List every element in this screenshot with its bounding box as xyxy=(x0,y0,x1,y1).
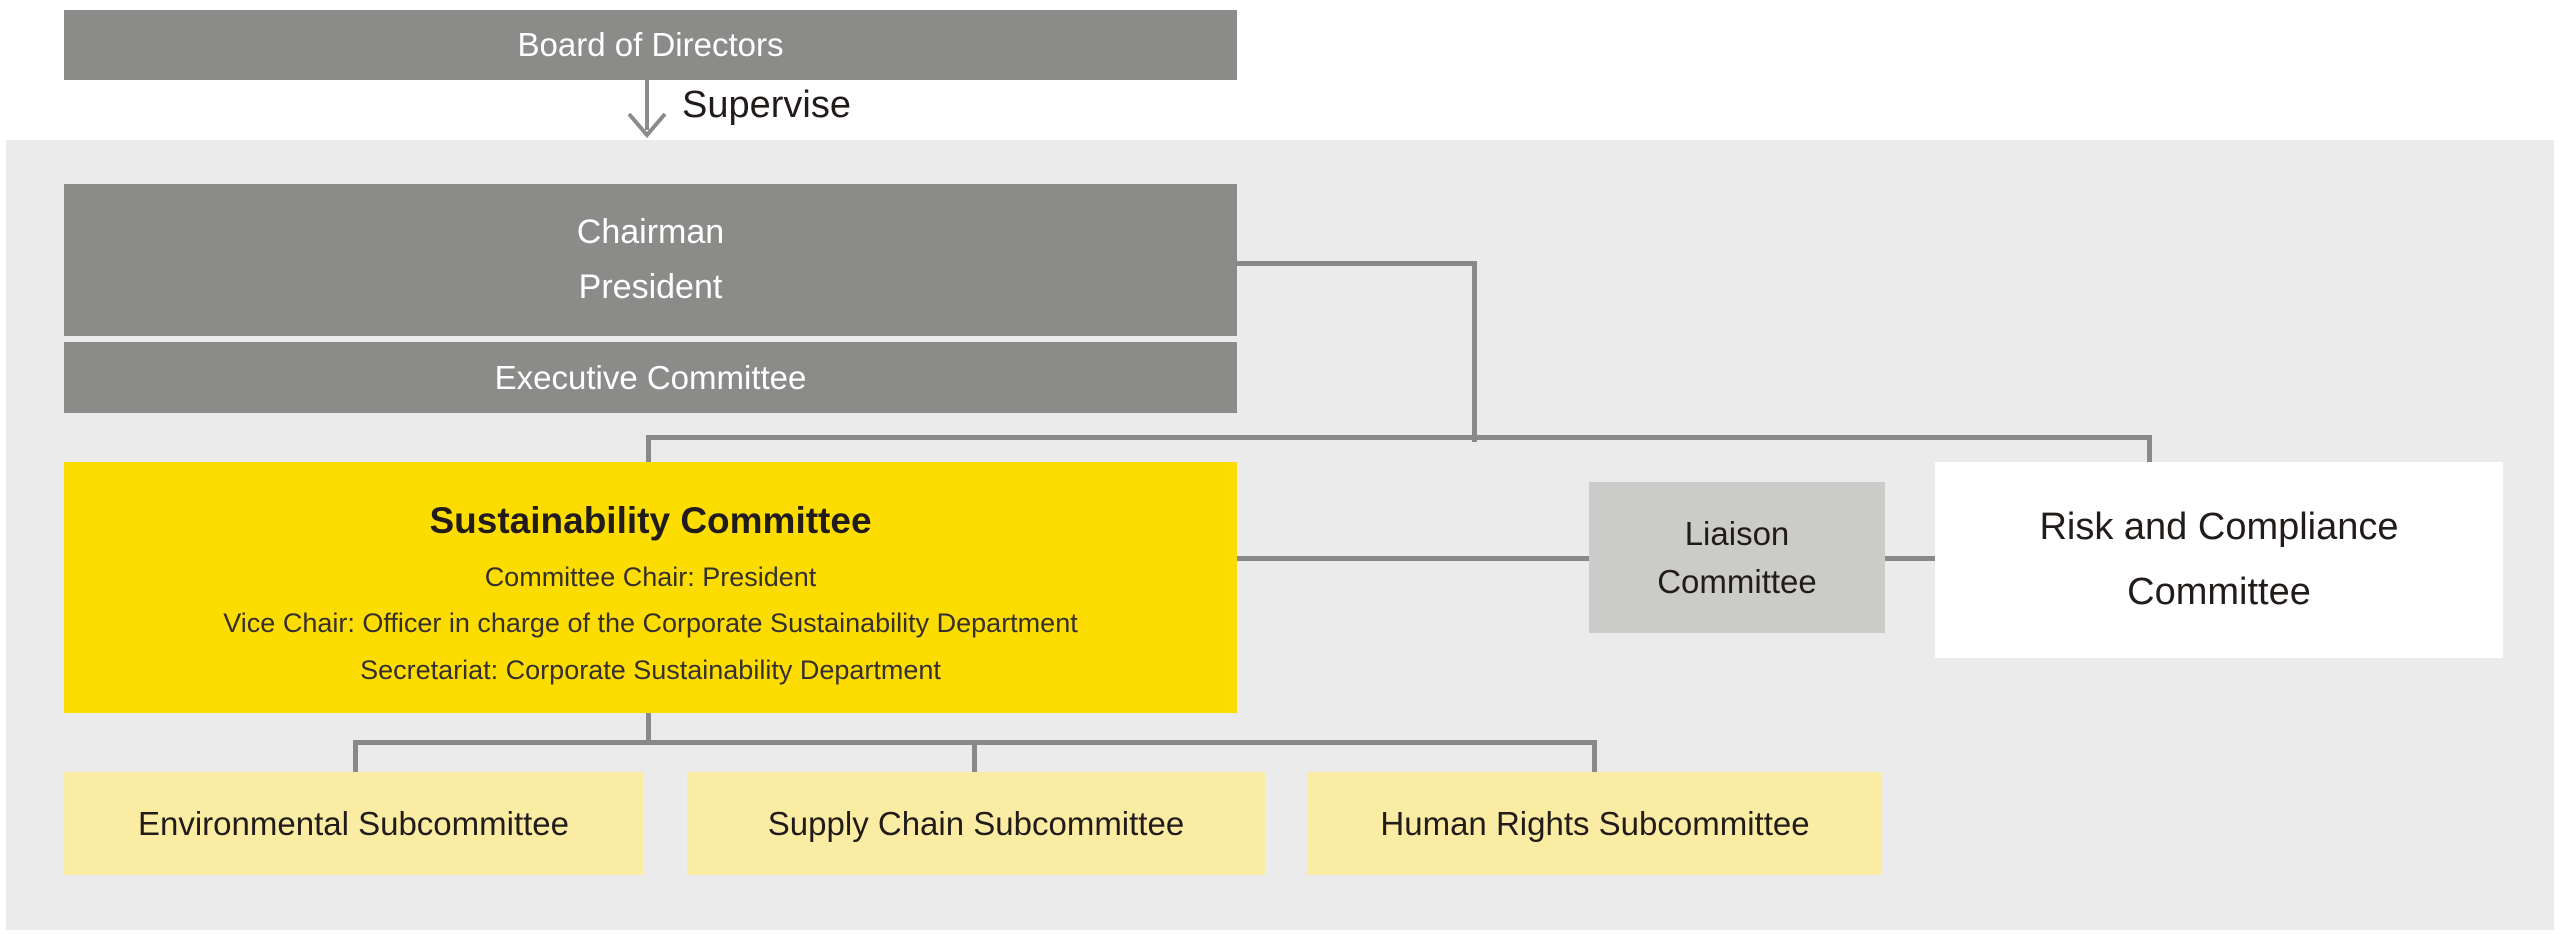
liaison-label-line2: Committee xyxy=(1657,562,1817,600)
connector-drop-environmental xyxy=(353,740,358,773)
connector-chairman-horizontal xyxy=(1237,261,1477,266)
risk-compliance-label-line2: Committee xyxy=(2127,571,2311,613)
environmental-subcommittee-label: Environmental Subcommittee xyxy=(137,804,570,842)
president-label: President xyxy=(578,268,723,306)
connector-drop-human-rights xyxy=(1592,740,1597,773)
connector-main-horizontal xyxy=(646,435,2152,440)
connector-liaison-risk xyxy=(1885,556,1935,561)
connector-sustainability-down xyxy=(646,713,651,743)
supervise-arrow-icon xyxy=(627,78,667,139)
connector-drop-supply-chain xyxy=(972,740,977,773)
connector-drop-risk xyxy=(2147,435,2152,463)
liaison-committee-box: Liaison Committee xyxy=(1589,482,1885,633)
sustainability-vice-chair-label: Vice Chair: Officer in charge of the Cor… xyxy=(223,608,1078,639)
supply-chain-subcommittee-box: Supply Chain Subcommittee xyxy=(687,772,1265,875)
sustainability-chair-label: Committee Chair: President xyxy=(484,561,817,592)
human-rights-subcommittee-box: Human Rights Subcommittee xyxy=(1308,772,1882,875)
sustainability-committee-title: Sustainability Committee xyxy=(429,499,872,541)
executive-committee-label: Executive Committee xyxy=(494,358,807,396)
board-of-directors-box: Board of Directors xyxy=(64,10,1237,80)
chairman-president-box: Chairman President xyxy=(64,184,1237,336)
environmental-subcommittee-box: Environmental Subcommittee xyxy=(64,772,643,875)
human-rights-subcommittee-label: Human Rights Subcommittee xyxy=(1380,804,1810,842)
sustainability-committee-box: Sustainability Committee Committee Chair… xyxy=(64,462,1237,713)
risk-and-compliance-committee-box: Risk and Compliance Committee xyxy=(1935,462,2503,658)
connector-drop-sustainability xyxy=(646,435,651,463)
executive-committee-box: Executive Committee xyxy=(64,342,1237,413)
board-of-directors-label: Board of Directors xyxy=(517,26,784,63)
liaison-label-line1: Liaison xyxy=(1684,514,1790,552)
chairman-label: Chairman xyxy=(576,213,725,251)
supply-chain-subcommittee-label: Supply Chain Subcommittee xyxy=(767,804,1185,842)
sustainability-secretariat-label: Secretariat: Corporate Sustainability De… xyxy=(360,654,941,685)
connector-chairman-vertical xyxy=(1472,261,1477,442)
connector-sustainability-liaison xyxy=(1237,556,1589,561)
supervise-label: Supervise xyxy=(682,84,851,126)
risk-compliance-label-line1: Risk and Compliance xyxy=(2039,506,2399,548)
